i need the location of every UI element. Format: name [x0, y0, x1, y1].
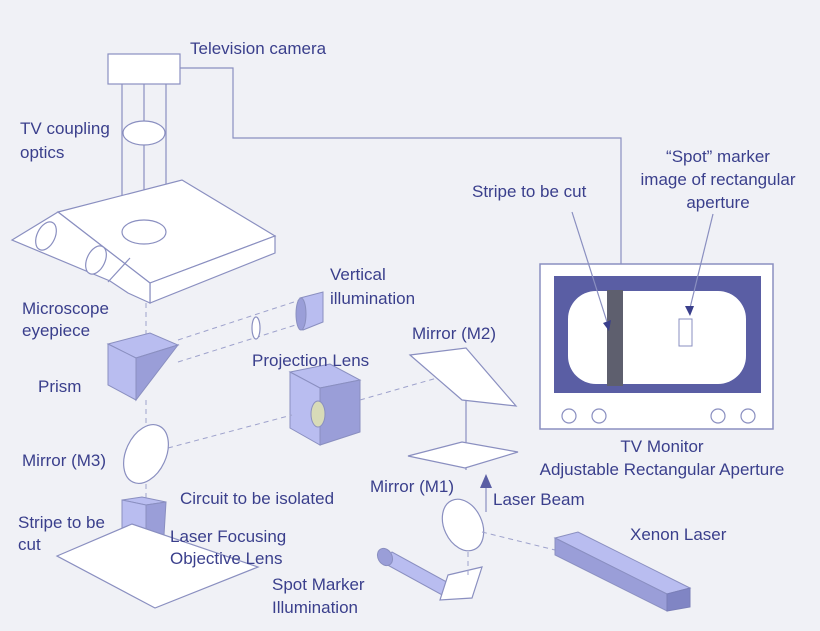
vertical-illumination-source — [295, 291, 324, 331]
label-laser-focus-2: Objective Lens — [170, 549, 282, 568]
mirror-m2 — [408, 347, 518, 407]
monitor-stripe — [607, 290, 623, 386]
label-television-camera: Television camera — [190, 39, 327, 58]
monitor-spot-marker — [678, 318, 693, 347]
label-prism: Prism — [38, 377, 81, 396]
mirror-m1 — [441, 498, 485, 552]
label-mirror-m2: Mirror (M2) — [412, 324, 496, 343]
prism — [106, 332, 180, 402]
label-vertical-1: Vertical — [330, 265, 386, 284]
label-spot-marker-2: image of rectangular — [641, 170, 796, 189]
stripe-leader — [571, 211, 609, 326]
label-stripe-left-2: cut — [18, 535, 41, 554]
label-microscope-2: eyepiece — [22, 321, 90, 340]
camera-body — [107, 53, 181, 85]
television-camera — [107, 53, 181, 232]
label-xenon-laser: Xenon Laser — [630, 525, 727, 544]
label-laser-beam: Laser Beam — [493, 490, 585, 509]
label-adjustable-aperture: Adjustable Rectangular Aperture — [540, 460, 785, 479]
label-microscope-1: Microscope — [22, 299, 109, 318]
adjustable-aperture — [407, 441, 519, 469]
coupling-optics-lens — [122, 120, 166, 146]
laser-beam-arrowhead — [480, 474, 492, 488]
label-mirror-m1: Mirror (M1) — [370, 477, 454, 496]
label-stripe-left-1: Stripe to be — [18, 513, 105, 532]
monitor-knob-1 — [561, 408, 577, 424]
label-projection-lens: Projection Lens — [252, 351, 369, 370]
label-vertical-2: illumination — [330, 289, 415, 308]
circuit-substrate — [55, 523, 260, 609]
label-spot-marker-1: “Spot” marker — [666, 147, 770, 166]
label-tv-coupling-1: TV coupling — [20, 119, 110, 138]
illumination-lens — [251, 316, 261, 340]
label-tv-monitor: TV Monitor — [620, 437, 703, 456]
label-laser-focus-1: Laser Focusing — [170, 527, 286, 546]
label-tv-coupling-2: optics — [20, 143, 64, 162]
eyepiece-lens-right — [85, 245, 107, 275]
xenon-laser — [553, 531, 692, 612]
mirror-m3 — [123, 424, 169, 484]
monitor-knob-2 — [591, 408, 607, 424]
camera-monitor-cable — [180, 67, 622, 264]
monitor-knob-4 — [740, 408, 756, 424]
spot-marker-illumination — [376, 547, 483, 601]
microscope-eyepiece — [10, 179, 277, 304]
monitor-knob-3 — [710, 408, 726, 424]
label-circuit: Circuit to be isolated — [180, 489, 334, 508]
spot-leader — [689, 213, 714, 309]
label-spot-illum-2: Illumination — [272, 598, 358, 617]
label-stripe-top: Stripe to be cut — [472, 182, 587, 201]
eyepiece-lens-left — [35, 221, 57, 251]
label-mirror-m3: Mirror (M3) — [22, 451, 106, 470]
label-spot-marker-3: aperture — [686, 193, 749, 212]
label-spot-illum-1: Spot Marker — [272, 575, 365, 594]
tv-monitor — [539, 263, 774, 430]
projection-lens — [288, 363, 362, 446]
